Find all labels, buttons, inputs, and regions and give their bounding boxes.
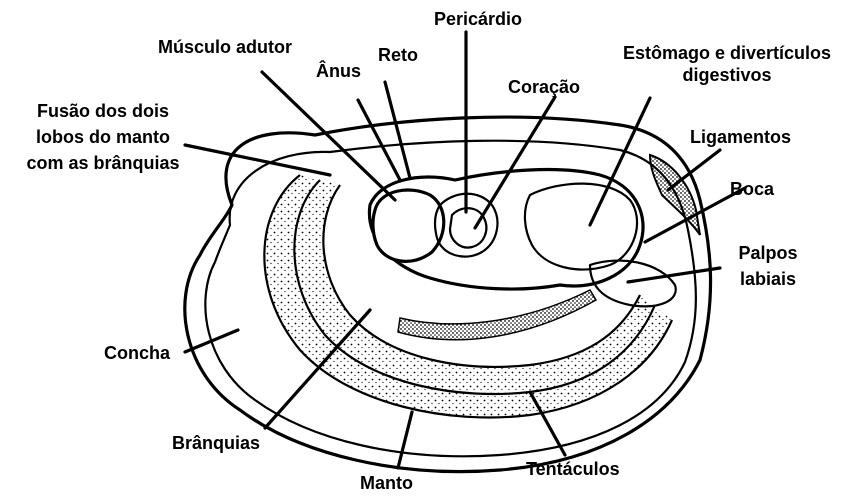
label-tentaculos: Tentáculos <box>526 458 620 480</box>
label-fusao: Fusão dos dois lobos do manto com as brâ… <box>8 98 198 176</box>
label-coracao: Coração <box>508 76 580 98</box>
label-estomago: Estômago e divertículos digestivos <box>604 42 850 86</box>
label-fusao-line3: com as brânquias <box>8 150 198 176</box>
label-anus: Ânus <box>316 60 361 82</box>
label-estomago-line1: Estômago e divertículos <box>604 42 850 64</box>
label-musculo-adutor: Músculo adutor <box>158 36 292 58</box>
label-ligamentos: Ligamentos <box>690 126 791 148</box>
label-branquias: Brânquias <box>172 432 260 454</box>
adductor-muscle <box>373 190 444 261</box>
label-manto: Manto <box>360 472 413 494</box>
label-palpos-line2: labiais <box>722 266 814 292</box>
label-estomago-line2: digestivos <box>604 64 850 86</box>
label-boca: Boca <box>730 178 774 200</box>
label-palpos-line1: Palpos <box>722 240 814 266</box>
label-fusao-line2: lobos do manto <box>8 124 198 150</box>
label-reto: Reto <box>378 44 418 66</box>
label-fusao-line1: Fusão dos dois <box>8 98 198 124</box>
label-concha: Concha <box>104 342 170 364</box>
label-palpos: Palpos labiais <box>722 240 814 292</box>
label-pericardio: Pericárdio <box>434 8 522 30</box>
